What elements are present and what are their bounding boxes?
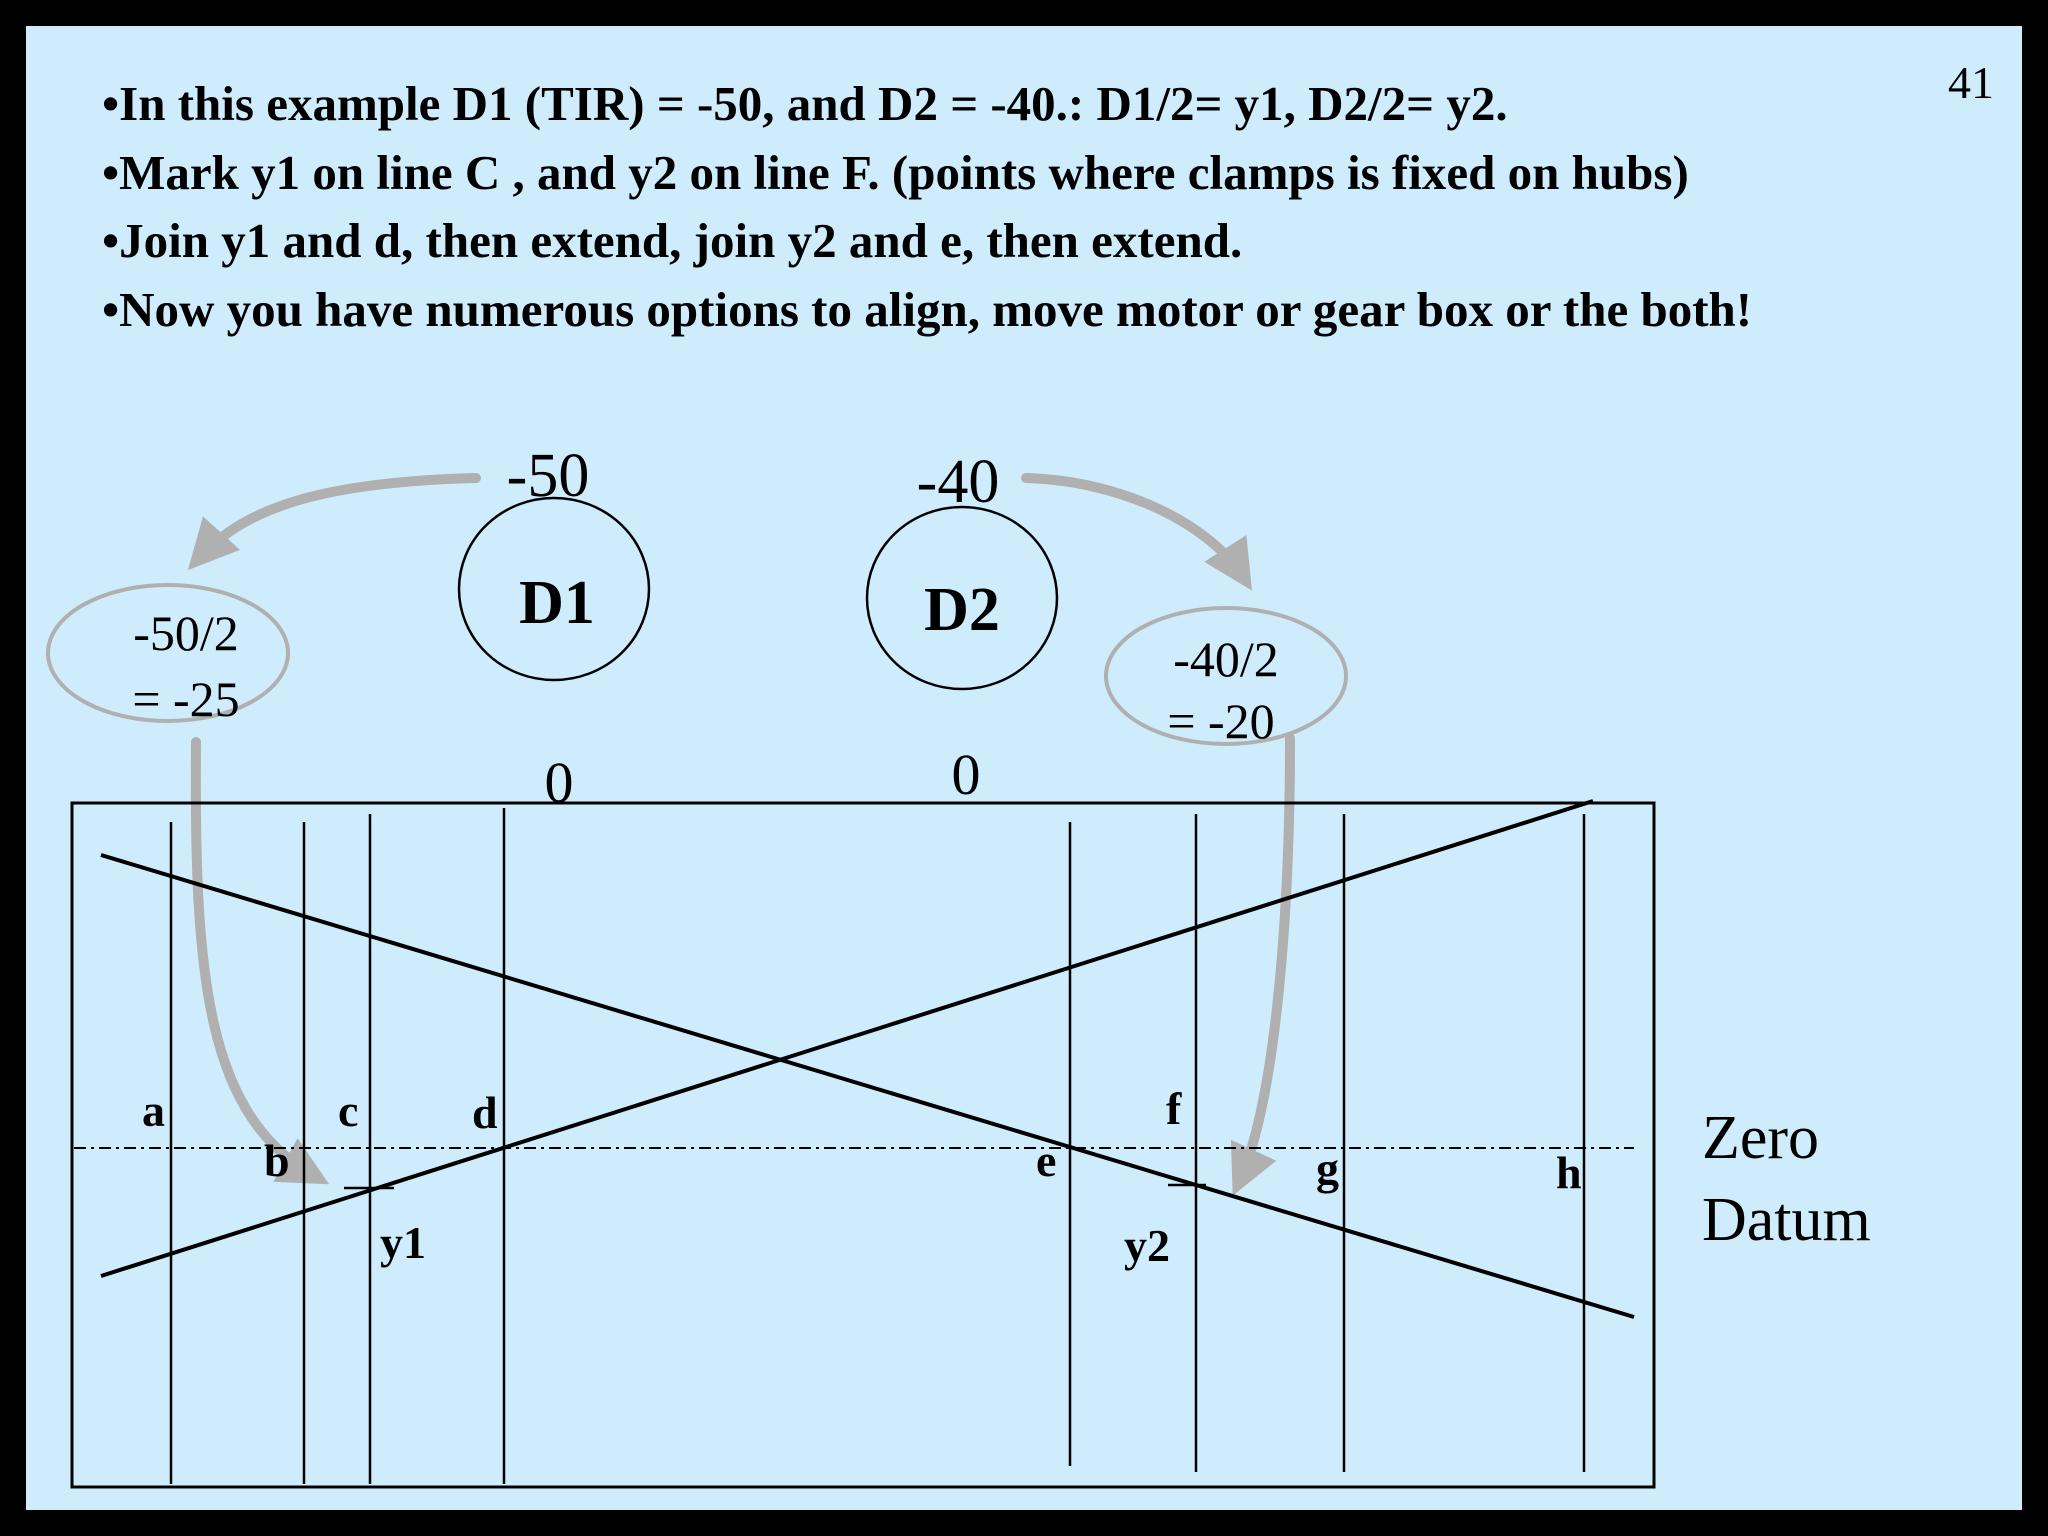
bullet-item: •Join y1 and d, then extend, join y2 and… (102, 213, 1243, 268)
calc-d1-line1: -50/2 (133, 605, 239, 661)
point-label-b: b (264, 1135, 290, 1186)
mark-label-y2: y2 (1124, 1220, 1170, 1271)
bullet-item: •In this example D1 (TIR) = -50, and D2 … (102, 76, 1508, 131)
dial-d2-circle (865, 505, 1059, 691)
dial-d2-label: D2 (924, 576, 1000, 644)
calc-d1-ellipse (46, 583, 290, 723)
zero-datum-label-line1: Zero (1702, 1104, 1819, 1172)
point-label-d: d (472, 1087, 498, 1138)
arrow-calc-to-y1 (190, 737, 330, 1185)
d1-bottom-reading: 0 (545, 750, 574, 815)
calc-d1-line2: = -25 (132, 671, 239, 727)
mark-label-y1: y1 (380, 1217, 426, 1268)
machine-frame (70, 801, 1656, 1489)
zero-datum-label-line2: Datum (1702, 1186, 1871, 1254)
arrow-d2-to-calc (1021, 473, 1253, 591)
bullet-item: •Mark y1 on line C , and y2 on line F. (… (102, 144, 1689, 200)
bullet-item: •Now you have numerous options to align,… (102, 281, 1753, 337)
d2-bottom-reading: 0 (952, 742, 981, 807)
arrow-calc-to-y2 (1230, 733, 1295, 1196)
calc-d2-ellipse (1104, 606, 1348, 746)
gearbox-alignment-line (100, 853, 1635, 1319)
point-label-c: c (338, 1085, 358, 1136)
calc-d2-line2: = -20 (1167, 693, 1274, 749)
point-label-g: g (1316, 1143, 1339, 1194)
dial-d1-circle (457, 496, 651, 682)
point-label-a: a (142, 1085, 165, 1136)
page-number: 41 (1948, 57, 1994, 108)
d2-top-reading: -40 (917, 448, 1000, 516)
dial-d1-label: D1 (519, 569, 595, 637)
calc-d2-line1: -40/2 (1173, 631, 1279, 687)
point-label-e: e (1036, 1135, 1056, 1186)
bullet-list: •In this example D1 (TIR) = -50, and D2 … (102, 70, 2002, 344)
motor-alignment-line (100, 799, 1594, 1278)
point-label-h: h (1556, 1147, 1582, 1198)
point-label-f: f (1166, 1083, 1182, 1134)
alignment-diagram: -50 -40 D1 D2 0 0 -50/2 = -25 -40/2 = -2… (46, 442, 1871, 1489)
arrow-d1-to-calc (187, 473, 481, 571)
slide: 41 •In this example D1 (TIR) = -50, and … (26, 26, 2022, 1510)
